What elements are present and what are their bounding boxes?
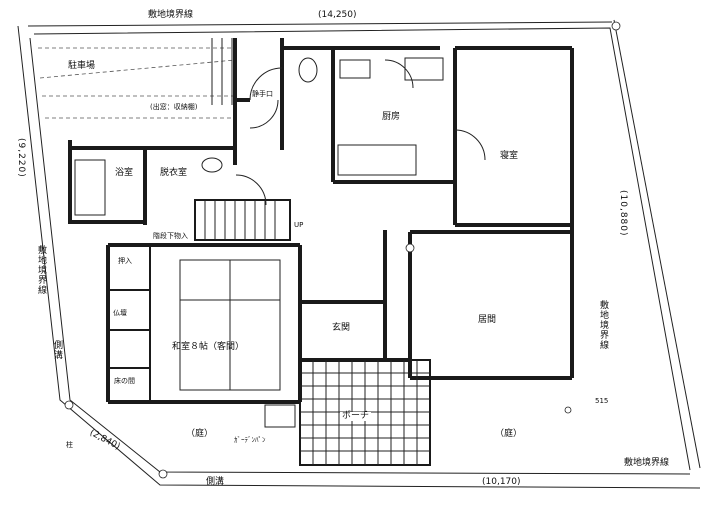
door-swings xyxy=(235,59,486,206)
label-stair-storage: 階段下物入 xyxy=(153,232,188,240)
dimension-offset: 515 xyxy=(595,397,609,405)
parking-area xyxy=(38,38,236,119)
label-buddhist-altar: 仏壇 xyxy=(113,309,127,317)
dimension-right: (10,880) xyxy=(618,190,628,237)
porch-tile-grid xyxy=(300,360,430,465)
label-handrail: 静手口 xyxy=(252,90,273,98)
label-tokonoma: 床の間 xyxy=(114,377,135,385)
room-dressing: 脱衣室 xyxy=(160,168,188,178)
label-pillar: 柱 xyxy=(66,441,73,449)
site-line-right-label: 敷地境界線 xyxy=(598,300,608,350)
label-ditch-left: 側溝 xyxy=(52,340,62,360)
room-japanese: 和室８帖（客間） xyxy=(172,342,245,352)
garden-right: （庭） xyxy=(495,429,523,439)
parking-note: (出窓：収納棚) xyxy=(150,103,198,111)
room-bedroom: 寝室 xyxy=(500,151,519,161)
house-walls xyxy=(68,38,574,466)
label-garden-hose: ｶﾞｰﾃﾞﾝﾊﾟﾝ xyxy=(234,436,266,444)
room-living: 居間 xyxy=(478,315,497,325)
dimension-bottom: (10,170) xyxy=(482,477,521,487)
dimension-left: (9,220) xyxy=(16,138,26,178)
label-closet: 押入 xyxy=(118,257,132,265)
garden-left: （庭） xyxy=(186,429,214,439)
fixtures xyxy=(74,57,444,428)
room-porch: ポーチ xyxy=(340,411,372,421)
site-line-bottom-label: 敷地境界線 xyxy=(624,458,670,468)
label-up: UP xyxy=(294,221,304,229)
site-line-top-label: 敷地境界線 xyxy=(148,10,194,20)
room-parking: 駐車場 xyxy=(68,61,96,71)
site-boundary xyxy=(17,19,701,489)
room-bath: 浴室 xyxy=(115,168,134,178)
posts xyxy=(64,21,621,479)
label-ditch-bottom: 側溝 xyxy=(206,477,225,487)
room-entrance: 玄関 xyxy=(332,323,351,333)
dimension-top: (14,250) xyxy=(318,10,357,20)
site-line-left-label: 敷地境界線 xyxy=(36,245,46,295)
room-kitchen: 厨房 xyxy=(382,112,401,122)
